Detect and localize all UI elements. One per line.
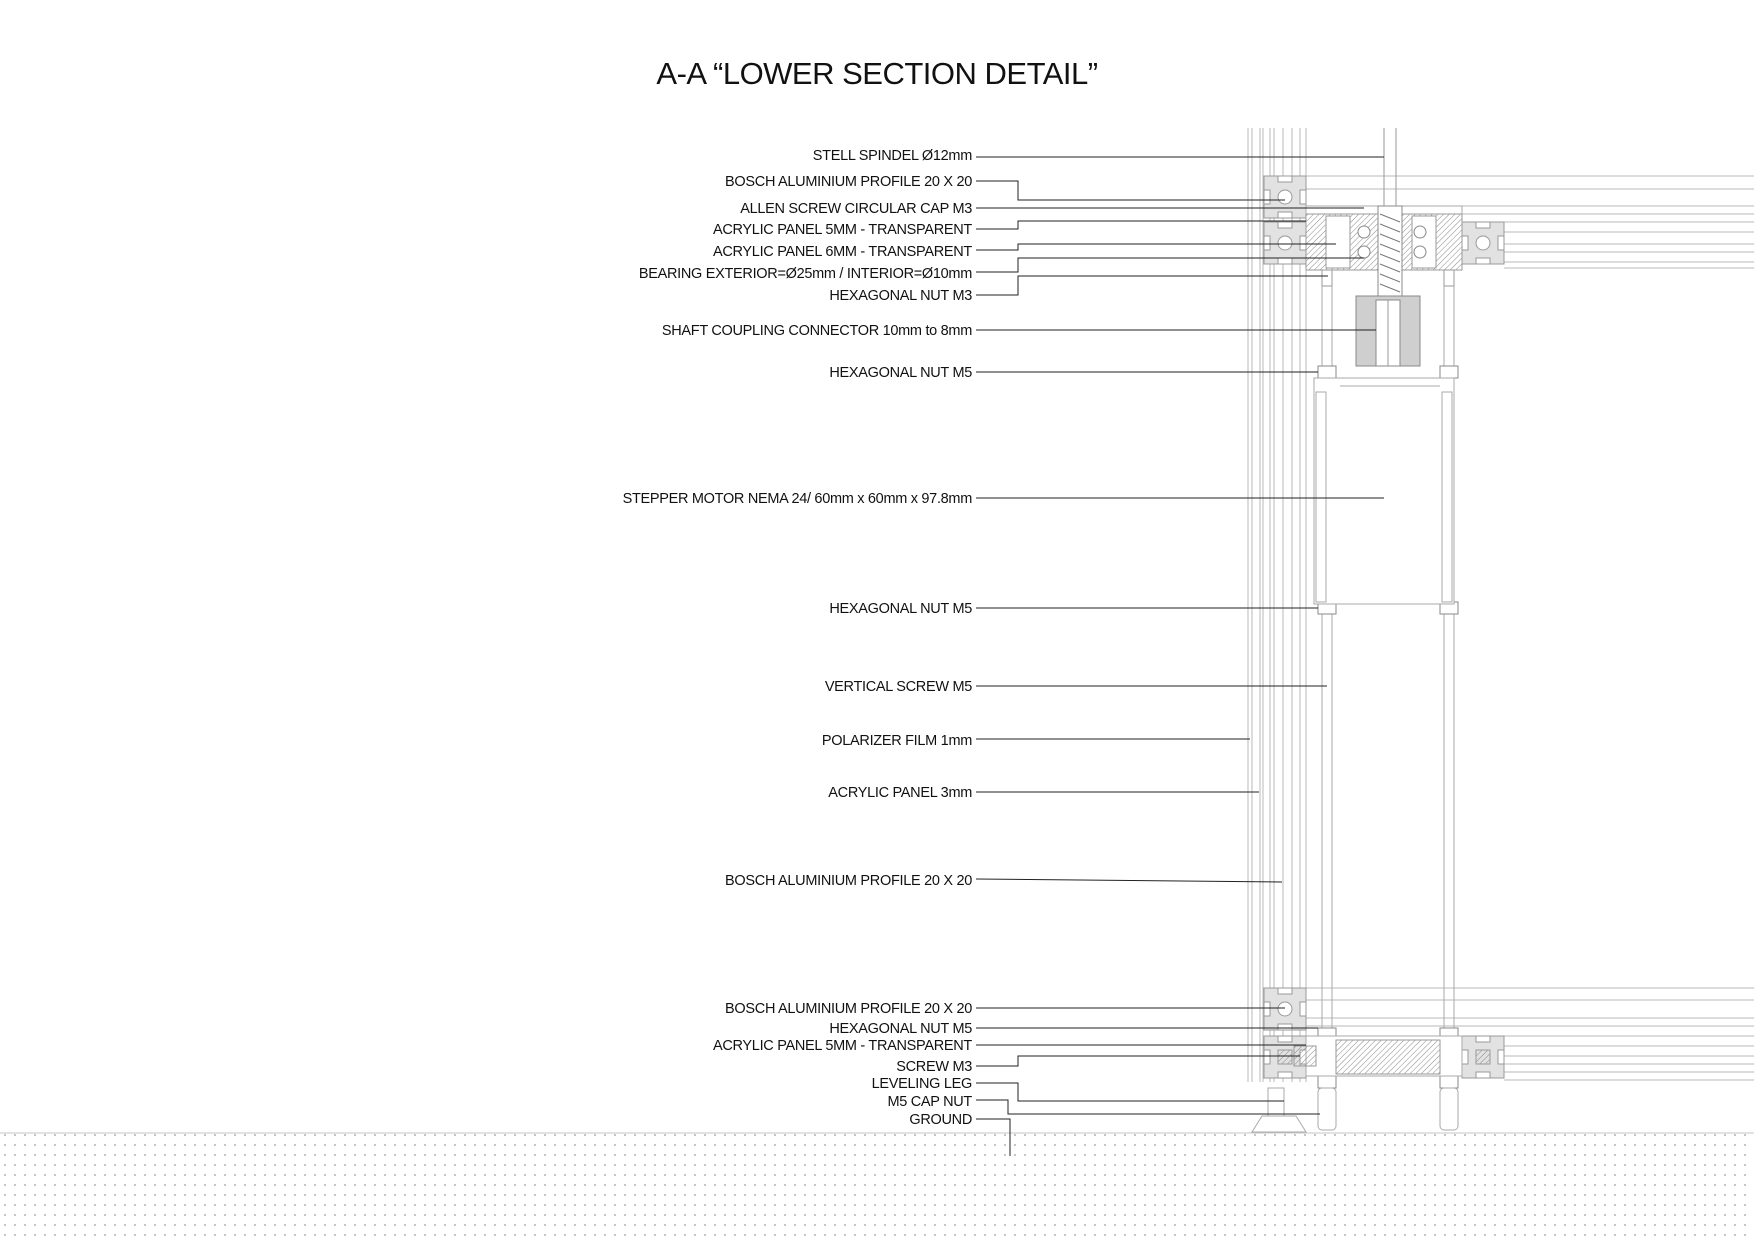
leveling-feet [1251,1087,1459,1133]
callout-label-allen-screw: ALLEN SCREW CIRCULAR CAP M3 [740,201,972,217]
callout-label-bosch-profile-top: BOSCH ALUMINIUM PROFILE 20 X 20 [725,174,972,190]
bottom-rails [1306,987,1754,1081]
leader-bearing [976,257,1364,273]
leader-acrylic-5mm-top [976,220,1306,230]
callout-label-leveling-leg: LEVELING LEG [872,1076,972,1092]
callout-label-stepper-motor: STEPPER MOTOR NEMA 24/ 60mm x 60mm x 97.… [623,491,973,507]
callout-label-steel-spindle: STELL SPINDEL Ø12mm [813,148,972,164]
leader-acrylic-6mm [976,243,1336,251]
callout-label-polarizer-film: POLARIZER FILM 1mm [822,733,972,749]
aluminium-profile-bottom-left [1263,987,1307,1031]
callout-label-acrylic-5mm-bottom: ACRYLIC PANEL 5MM - TRANSPARENT [713,1038,972,1054]
callout-label-acrylic-3mm: ACRYLIC PANEL 3mm [828,785,972,801]
callout-label-hex-nut-m5-middle: HEXAGONAL NUT M5 [829,601,972,617]
aluminium-profile-top-left [1263,175,1307,219]
leader-hex-nut-m3 [976,275,1328,296]
callout-label-hex-nut-m3: HEXAGONAL NUT M3 [829,288,972,304]
aluminium-profile-top-left-2 [1263,221,1307,265]
ground-zone [0,1132,1754,1240]
callout-label-shaft-coupling: SHAFT COUPLING CONNECTOR 10mm to 8mm [662,323,972,339]
callout-label-m5-cap-nut: M5 CAP NUT [887,1094,972,1110]
shaft-coupling-graphic [1355,295,1421,367]
leader-screw-m3 [976,1055,1300,1067]
leader-lines [975,156,1384,1156]
leader-ground [976,1118,1011,1156]
drawing-title: A-A “LOWER SECTION DETAIL” [656,56,1098,91]
callout-label-screw-m3: SCREW M3 [896,1059,972,1075]
stepper-motor-graphic [1313,377,1455,605]
leader-bosch-profile-middle [975,878,1283,883]
callout-label-acrylic-5mm-top: ACRYLIC PANEL 5MM - TRANSPARENT [713,222,972,238]
aluminium-profile-top-right [1461,221,1505,265]
leader-m5-cap-nut [976,1099,1320,1115]
callout-label-bosch-profile-bottom: BOSCH ALUMINIUM PROFILE 20 X 20 [725,1001,972,1017]
callout-label-bearing: BEARING EXTERIOR=Ø25mm / INTERIOR=Ø10mm [639,266,972,282]
bottom-plate-assembly [1293,1035,1463,1077]
aluminium-profile-bottom-right [1461,1035,1505,1079]
callout-label-hex-nut-m5-lower: HEXAGONAL NUT M5 [829,1021,972,1037]
callout-label-ground: GROUND [909,1112,972,1128]
vertical-members [1247,128,1385,1082]
top-plate-assembly [1305,128,1463,297]
callout-label-bosch-profile-middle: BOSCH ALUMINIUM PROFILE 20 X 20 [725,873,972,889]
callout-label-vertical-screw: VERTICAL SCREW M5 [825,679,972,695]
leader-bosch-profile-top [976,180,1285,201]
callout-label-acrylic-6mm: ACRYLIC PANEL 6MM - TRANSPARENT [713,244,972,260]
leader-leveling-leg [976,1082,1284,1102]
callout-label-hex-nut-m5-upper: HEXAGONAL NUT M5 [829,365,972,381]
